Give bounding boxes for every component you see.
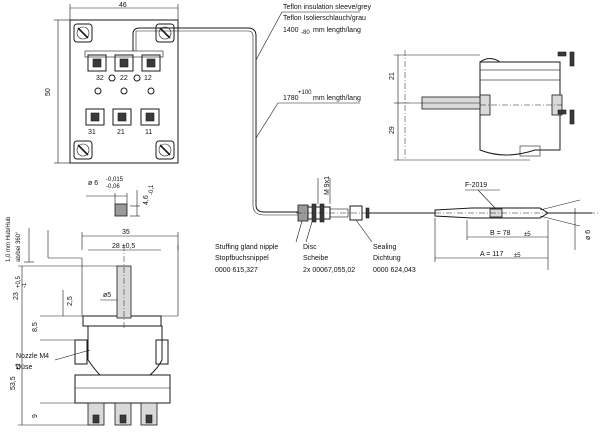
label-stuffing-en: Stuffing gland nipple — [215, 244, 278, 251]
sensor-bulb: ø 6 — [434, 189, 600, 270]
terminal-label: 32 — [96, 75, 104, 82]
dim-front-width: 35 — [122, 229, 130, 236]
label-thread: M 9x1 — [324, 176, 331, 195]
corner-hole — [73, 140, 93, 160]
dim-bulb-a-tol: ±5 — [514, 253, 521, 259]
terminal-label: 11 — [145, 129, 152, 136]
dim-front-85: 8,5 — [32, 322, 39, 332]
label-sealing-code: 0000 624,043 — [373, 267, 416, 274]
dim-shaft-dia: ø 6 — [88, 180, 98, 187]
capillary-tube — [132, 11, 360, 216]
terminal-label: 22 — [120, 75, 128, 82]
label-disc-en: Disc — [303, 244, 317, 251]
terminal-label: 31 — [88, 129, 96, 136]
dim-side-lower: 29 — [389, 126, 396, 134]
dim-front-535: 53,5 — [10, 376, 17, 390]
dim-front-hole: ø5 — [103, 292, 111, 299]
label-length-1400: 1400 — [283, 27, 299, 34]
terminal-bottom-mid — [112, 108, 132, 126]
corner-hole — [155, 23, 175, 43]
front-view: 35 28 ±0,5 ø5 2,5 8,5 23 +0,5 -1 53,5 ±2… — [6, 216, 179, 426]
label-length-1780-unit: mm length/lang — [313, 95, 361, 102]
label-sealing-de: Dichtung — [373, 255, 401, 262]
dim-bulb-dia: ø 6 — [585, 230, 592, 240]
label-stuffing-de: Stopfbuchsnippel — [215, 255, 269, 262]
terminal-label: 21 — [117, 129, 125, 136]
side-view: 21 29 — [389, 50, 575, 161]
terminal-top-right — [141, 54, 161, 72]
front-terminal — [140, 402, 158, 426]
dim-bulb-a: A = 117 — [480, 251, 504, 258]
label-capillary-type: F-2019 — [465, 182, 487, 189]
dim-rotation: ab/bei 360° — [16, 231, 22, 262]
dim-side-upper: 21 — [389, 72, 396, 80]
label-sealing-en: Sealing — [373, 244, 396, 251]
shaft-detail: ø 6 -0,015 -0,06 4,6 -0,1 — [86, 177, 155, 217]
label-disc-code: 2x 00067,055,02 — [303, 267, 355, 274]
front-terminal — [114, 402, 132, 426]
label-teflon-en: Teflon insulation sleeve/grey — [283, 4, 371, 11]
terminal-top-mid — [114, 54, 134, 72]
dim-top-width: 46 — [119, 2, 127, 9]
dim-front-23-tol: +0,5 — [16, 275, 22, 288]
label-length-1780: 1780 — [283, 95, 299, 102]
label-length-1780-tol: +100 — [298, 90, 312, 96]
front-terminal — [87, 402, 105, 426]
gland-assembly: M 9x1 — [295, 176, 435, 243]
terminal-top-left — [87, 54, 107, 72]
label-stuffing-code: 0000 615,327 — [215, 267, 258, 274]
dim-flat-tol: -0,1 — [149, 184, 155, 195]
label-length-1400-unit: mm length/lang — [313, 27, 361, 34]
dim-front-23: 23 — [13, 292, 20, 300]
label-teflon-de: Teflon Isolierschlauch/grau — [283, 15, 366, 22]
dim-front-inner: 28 ±0,5 — [112, 243, 135, 250]
corner-hole — [73, 23, 93, 43]
dim-front-23-tol2: -1 — [22, 282, 28, 288]
corner-hole — [155, 140, 175, 160]
label-nozzle-de: Düse — [16, 364, 32, 371]
label-length-1400-tol: -80 — [301, 30, 310, 36]
label-nozzle-en: Nozzle M4 — [16, 353, 49, 360]
dim-front-535-tol: ±2 — [16, 363, 22, 370]
top-view: 32 22 12 31 21 11 46 50 — [45, 2, 179, 164]
terminal-label: 12 — [144, 75, 152, 82]
label-disc-de: Scheibe — [303, 255, 328, 262]
dim-bulb-b-tol: ±5 — [524, 232, 531, 238]
terminal-bottom-left — [85, 108, 105, 126]
dim-front-9: 9 — [32, 414, 39, 418]
dim-bulb-b: B = 78 — [490, 230, 511, 237]
dim-shaft-tol-bot: -0,06 — [106, 184, 120, 190]
dim-flat: 4,6 — [143, 195, 150, 205]
dim-front-25: 2,5 — [67, 296, 74, 306]
dim-shaft-tol-top: -0,015 — [106, 177, 124, 183]
dim-stroke: 1,0 mm Hub/Hub — [6, 216, 12, 262]
dim-top-height: 50 — [45, 88, 52, 96]
terminal-bottom-right — [140, 108, 160, 126]
